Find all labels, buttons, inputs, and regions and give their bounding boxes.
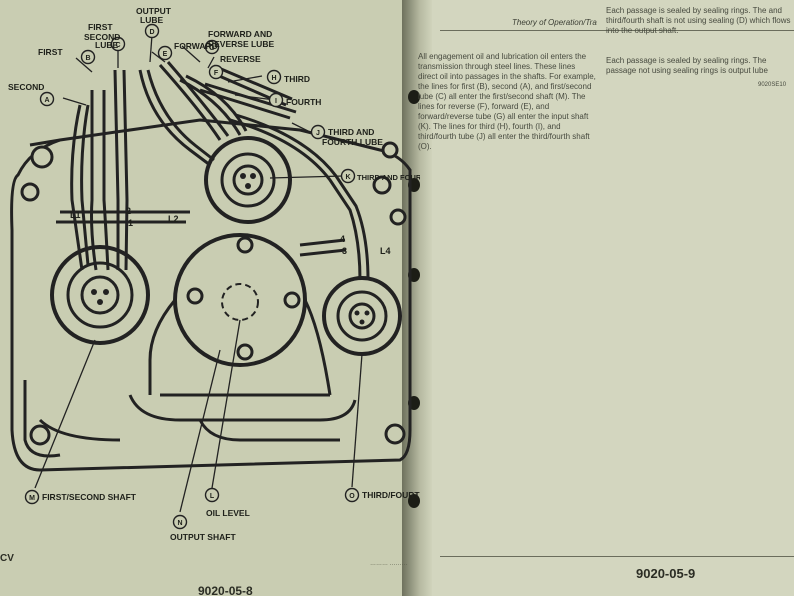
binder-hole xyxy=(408,494,420,508)
callout-letter: C xyxy=(115,42,120,49)
callout-letter: A xyxy=(44,97,49,104)
figure-id: 9020SE10 xyxy=(758,82,787,88)
callout-label-reverse: REVERSE xyxy=(220,54,261,64)
callout-label-fwd-rev-lube-1: FORWARD AND xyxy=(208,29,272,39)
callout-letter: M xyxy=(29,495,35,502)
mark-l4: L4 xyxy=(380,246,391,256)
callout-label-third: THIRD xyxy=(284,74,310,84)
callout-label-third-fourth-lube-2: FOURTH LUBE xyxy=(322,137,383,147)
callout-letter: N xyxy=(177,520,182,527)
callout-label-output-lube-2: LUBE xyxy=(140,15,163,25)
intro-paragraph: All engagement oil and lubrication oil e… xyxy=(418,52,596,151)
right-page-number: 9020-05-9 xyxy=(636,566,696,581)
callout-label-first-second-lube-1: FIRST xyxy=(88,22,113,32)
mark-3: 3 xyxy=(342,246,347,256)
callout-label-output-shaft: OUTPUT SHAFT xyxy=(170,532,236,542)
mark-2: 2 xyxy=(126,206,131,216)
callout-label-third-fourth-shaft: THIRD/FOURTH SHAFT xyxy=(362,490,420,500)
callout-label-output-lube-1: OUTPUT xyxy=(136,6,172,16)
mark-l2: L2 xyxy=(168,214,179,224)
mark-1: 1 xyxy=(128,218,133,228)
mark-l1: L1 xyxy=(70,210,81,220)
transmission-diagram: A B C D E F G H I J K L M N O SECOND FIR… xyxy=(8,6,420,542)
callout-letter: K xyxy=(345,174,350,181)
sealing-paragraph-b: Each passage is sealed by sealing rings.… xyxy=(606,56,768,75)
callout-letter: D xyxy=(149,29,154,36)
callout-label-fourth: FOURTH xyxy=(286,97,321,107)
callout-label-forward: FORWARD xyxy=(174,41,218,51)
footer-rule xyxy=(440,556,794,557)
callout-label-oil-level: OIL LEVEL xyxy=(206,508,250,518)
callout-letter: L xyxy=(210,493,215,500)
corner-mark: CV xyxy=(0,553,14,564)
sealing-paragraph-a: Each passage is sealed by sealing rings.… xyxy=(606,6,791,35)
right-page-header: Theory of Operation/Tra xyxy=(512,18,597,27)
callout-label-first-second-lube-3: LUBE xyxy=(95,40,118,50)
callout-label-third-fourth-lube-1: THIRD AND xyxy=(328,127,374,137)
callout-label-first-second-lube-2: SECOND xyxy=(84,32,120,42)
callout-letter: J xyxy=(316,130,320,137)
callout-letter: E xyxy=(163,51,168,58)
callout-label-second: SECOND xyxy=(8,82,44,92)
callout-letter: O xyxy=(349,493,355,500)
callout-label-first: FIRST xyxy=(38,47,63,57)
left-footer-note: ……… ……… xyxy=(370,561,408,567)
callout-label-first-second-shaft: FIRST/SECOND SHAFT xyxy=(42,492,137,502)
left-page-number: 9020-05-8 xyxy=(198,584,253,596)
callout-letter: B xyxy=(85,55,90,62)
binder-hole xyxy=(408,90,420,104)
callout-label-input-shaft: THIRD AND FOURTH LUBE xyxy=(357,173,420,182)
right-page xyxy=(402,0,794,596)
callout-letter: F xyxy=(214,70,219,77)
callout-label-fwd-rev-lube-2: REVERSE LUBE xyxy=(208,39,274,49)
mark-4: 4 xyxy=(340,234,345,244)
callout-letter: H xyxy=(271,75,276,82)
header-rule xyxy=(440,30,794,31)
callout-letter: G xyxy=(209,45,215,52)
callout-letter: I xyxy=(275,98,277,105)
